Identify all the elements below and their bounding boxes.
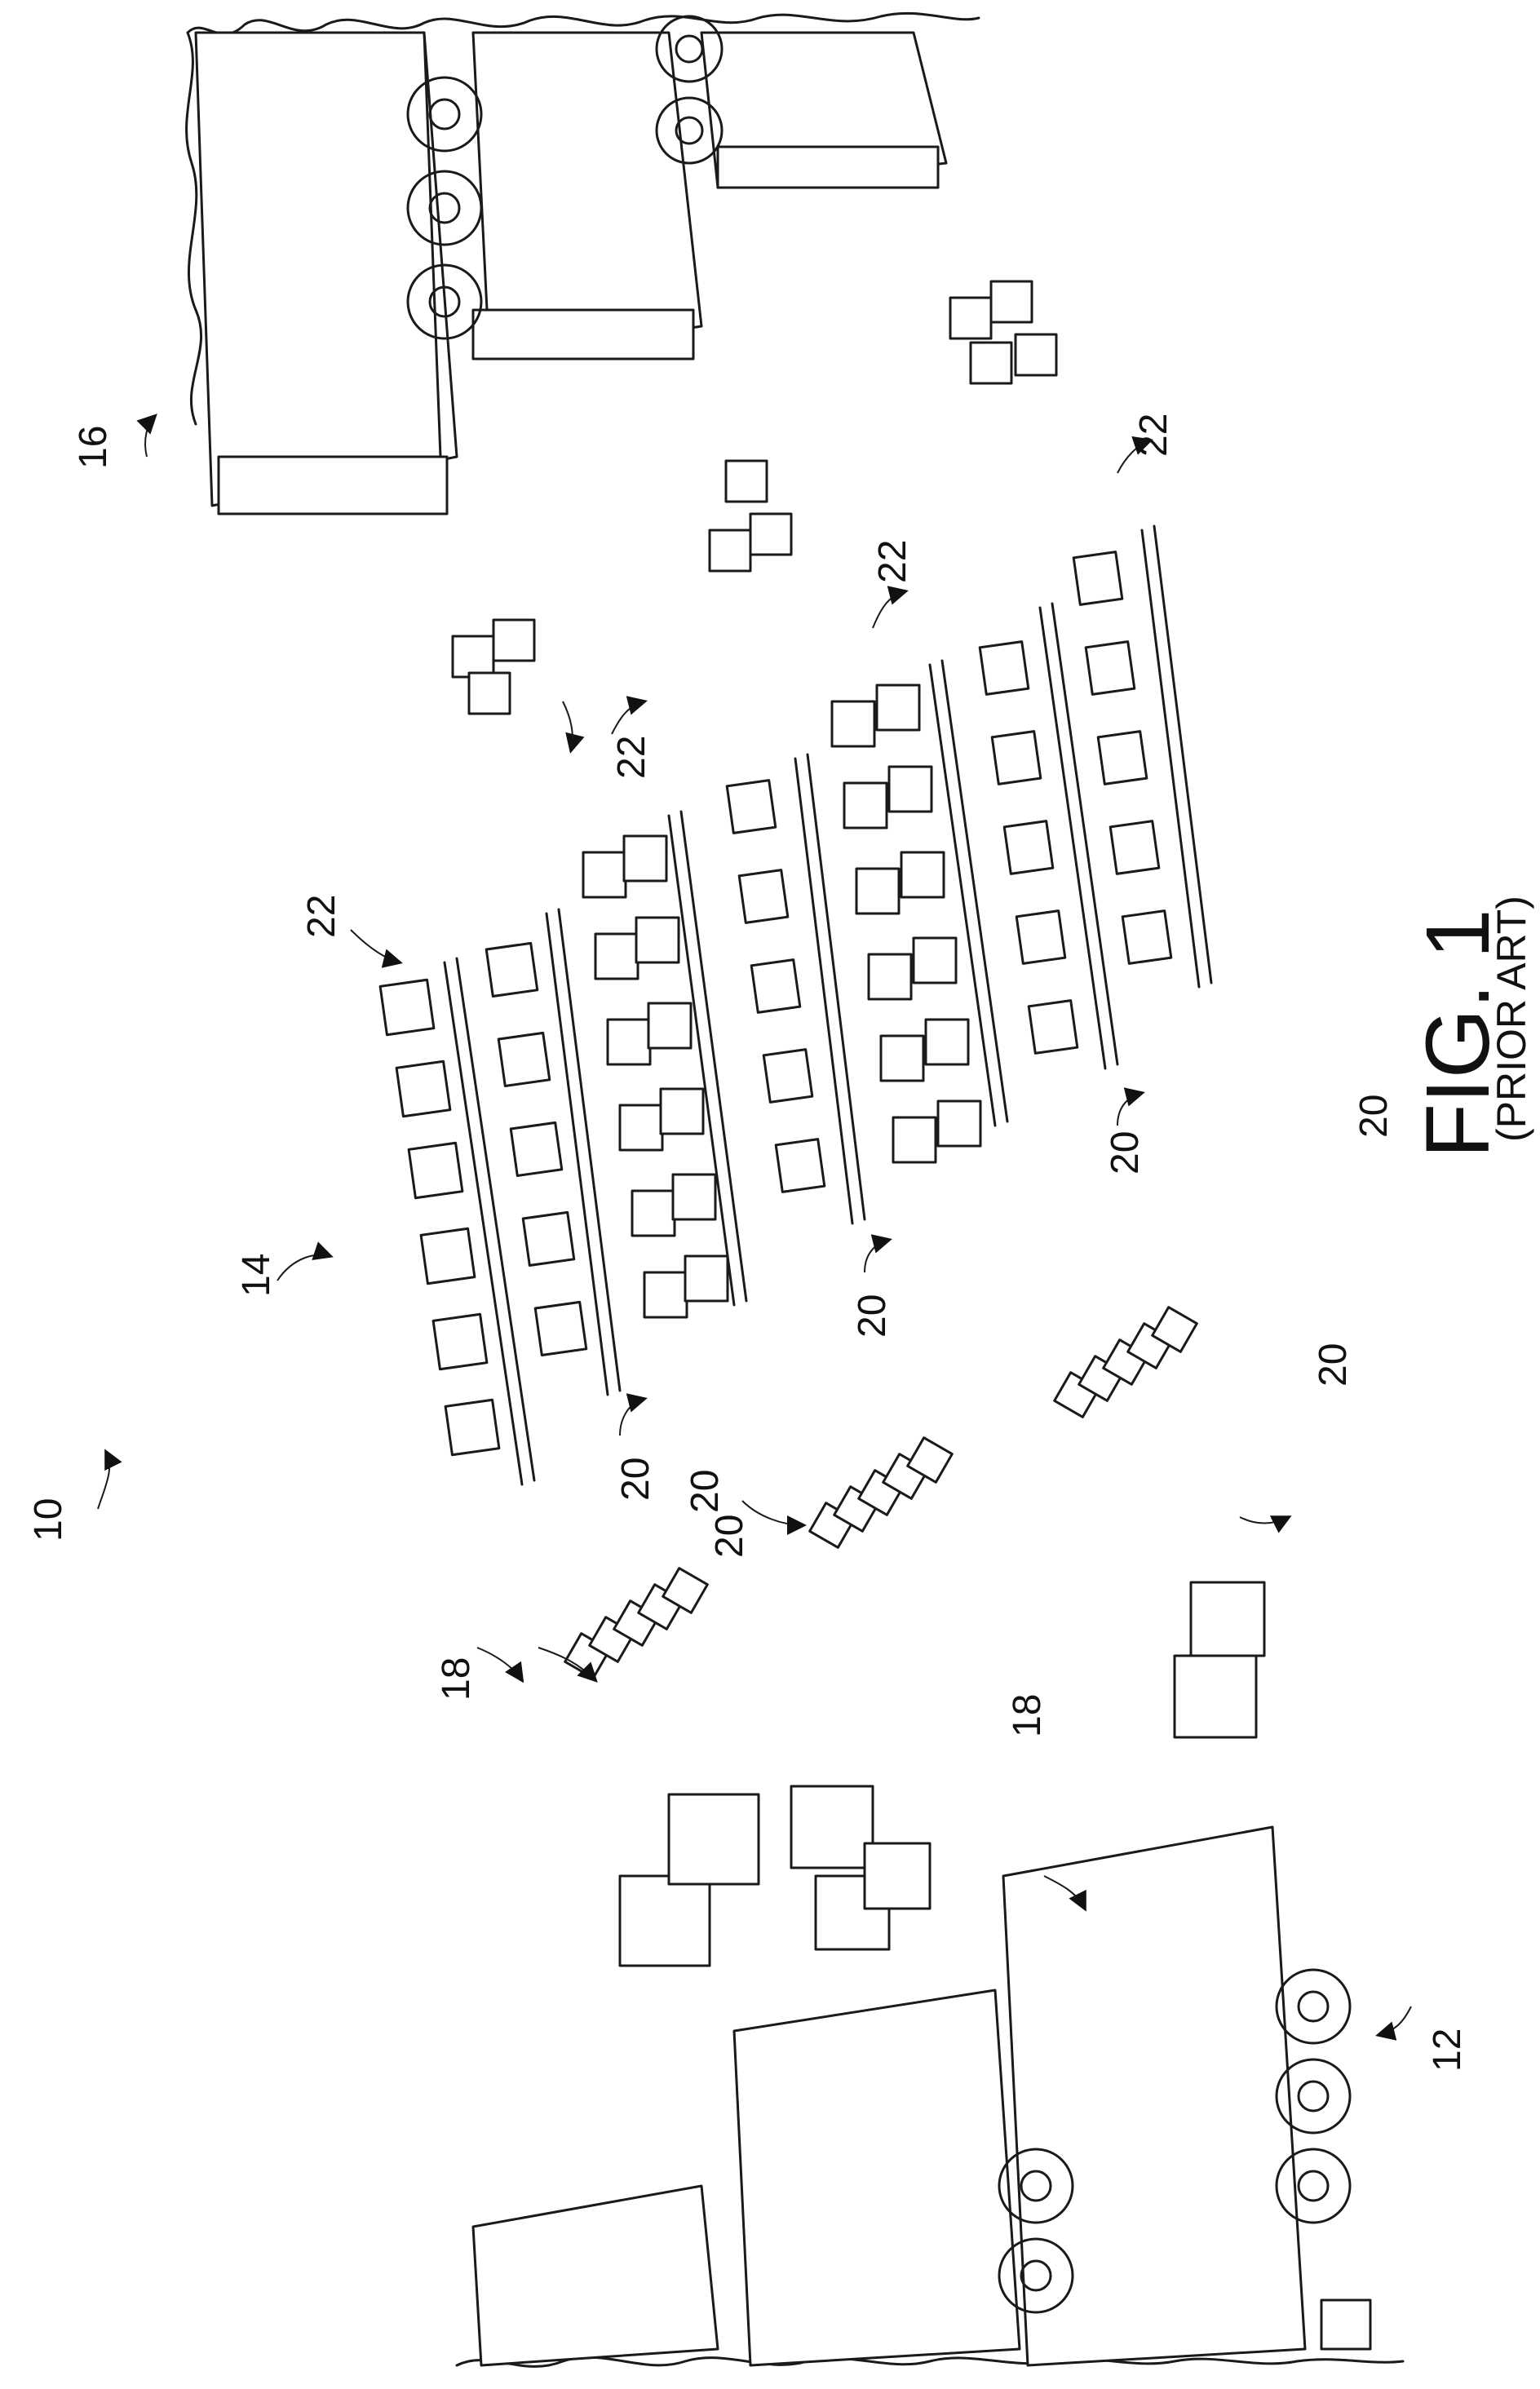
label-14-storage-area: 14 xyxy=(235,1254,278,1297)
label-10-facility: 10 xyxy=(27,1498,70,1542)
wavy-break-line-bottom xyxy=(457,2357,1403,2366)
label-22-order-4: 22 xyxy=(1132,414,1175,457)
rack-row-5 xyxy=(832,661,1007,1162)
order-group-2 xyxy=(710,461,791,571)
trailer-2-door xyxy=(473,310,693,359)
label-20-tote-row-5: 20 xyxy=(851,1294,894,1338)
label-16-outbound-trucks: 16 xyxy=(72,426,115,469)
tote-row-c xyxy=(1055,1307,1197,1418)
truck-cab-detail xyxy=(1321,2300,1370,2349)
outbound-trailer-1 xyxy=(196,33,457,506)
order-group-3 xyxy=(950,281,1056,383)
label-20-tote-row-3: 20 xyxy=(1312,1343,1355,1387)
label-20-tote-row-6: 20 xyxy=(1104,1131,1147,1175)
loose-tote-rows xyxy=(565,1307,1197,1679)
label-22-order-2: 22 xyxy=(610,736,653,779)
tote-row-b xyxy=(810,1438,953,1548)
rack-row-2 xyxy=(486,909,620,1395)
label-20-tote-row-1: 20 xyxy=(684,1470,727,1513)
rack-row-3 xyxy=(583,812,746,1317)
trailer-1-door xyxy=(219,457,447,514)
inbound-trailer-1 xyxy=(473,2186,718,2365)
label-18-inbound-goods-a: 18 xyxy=(435,1657,478,1701)
label-22-order-1: 22 xyxy=(300,895,343,938)
label-18-inbound-goods-b: 18 xyxy=(1006,1694,1049,1737)
label-12-inbound-trucks: 12 xyxy=(1426,2028,1469,2072)
order-group-1 xyxy=(453,620,534,714)
outbound-trucks-illustration xyxy=(187,13,979,514)
rack-row-7 xyxy=(1073,526,1211,987)
label-22-order-3: 22 xyxy=(871,540,914,583)
leader-arrows xyxy=(98,416,1411,2035)
label-20-tote-row-4: 20 xyxy=(614,1458,657,1501)
trailer-3-door xyxy=(718,147,938,188)
tote-row-a xyxy=(565,1568,708,1679)
inbound-trailer-2 xyxy=(734,1990,1020,2365)
storage-rack-rows xyxy=(380,526,1211,1484)
label-20-tote-row-7: 20 xyxy=(1352,1095,1396,1138)
figure-subtitle: (PRIOR ART) xyxy=(1489,896,1534,1142)
label-20-tote-row-2: 20 xyxy=(708,1515,751,1558)
wavy-break-line-top xyxy=(188,13,979,33)
